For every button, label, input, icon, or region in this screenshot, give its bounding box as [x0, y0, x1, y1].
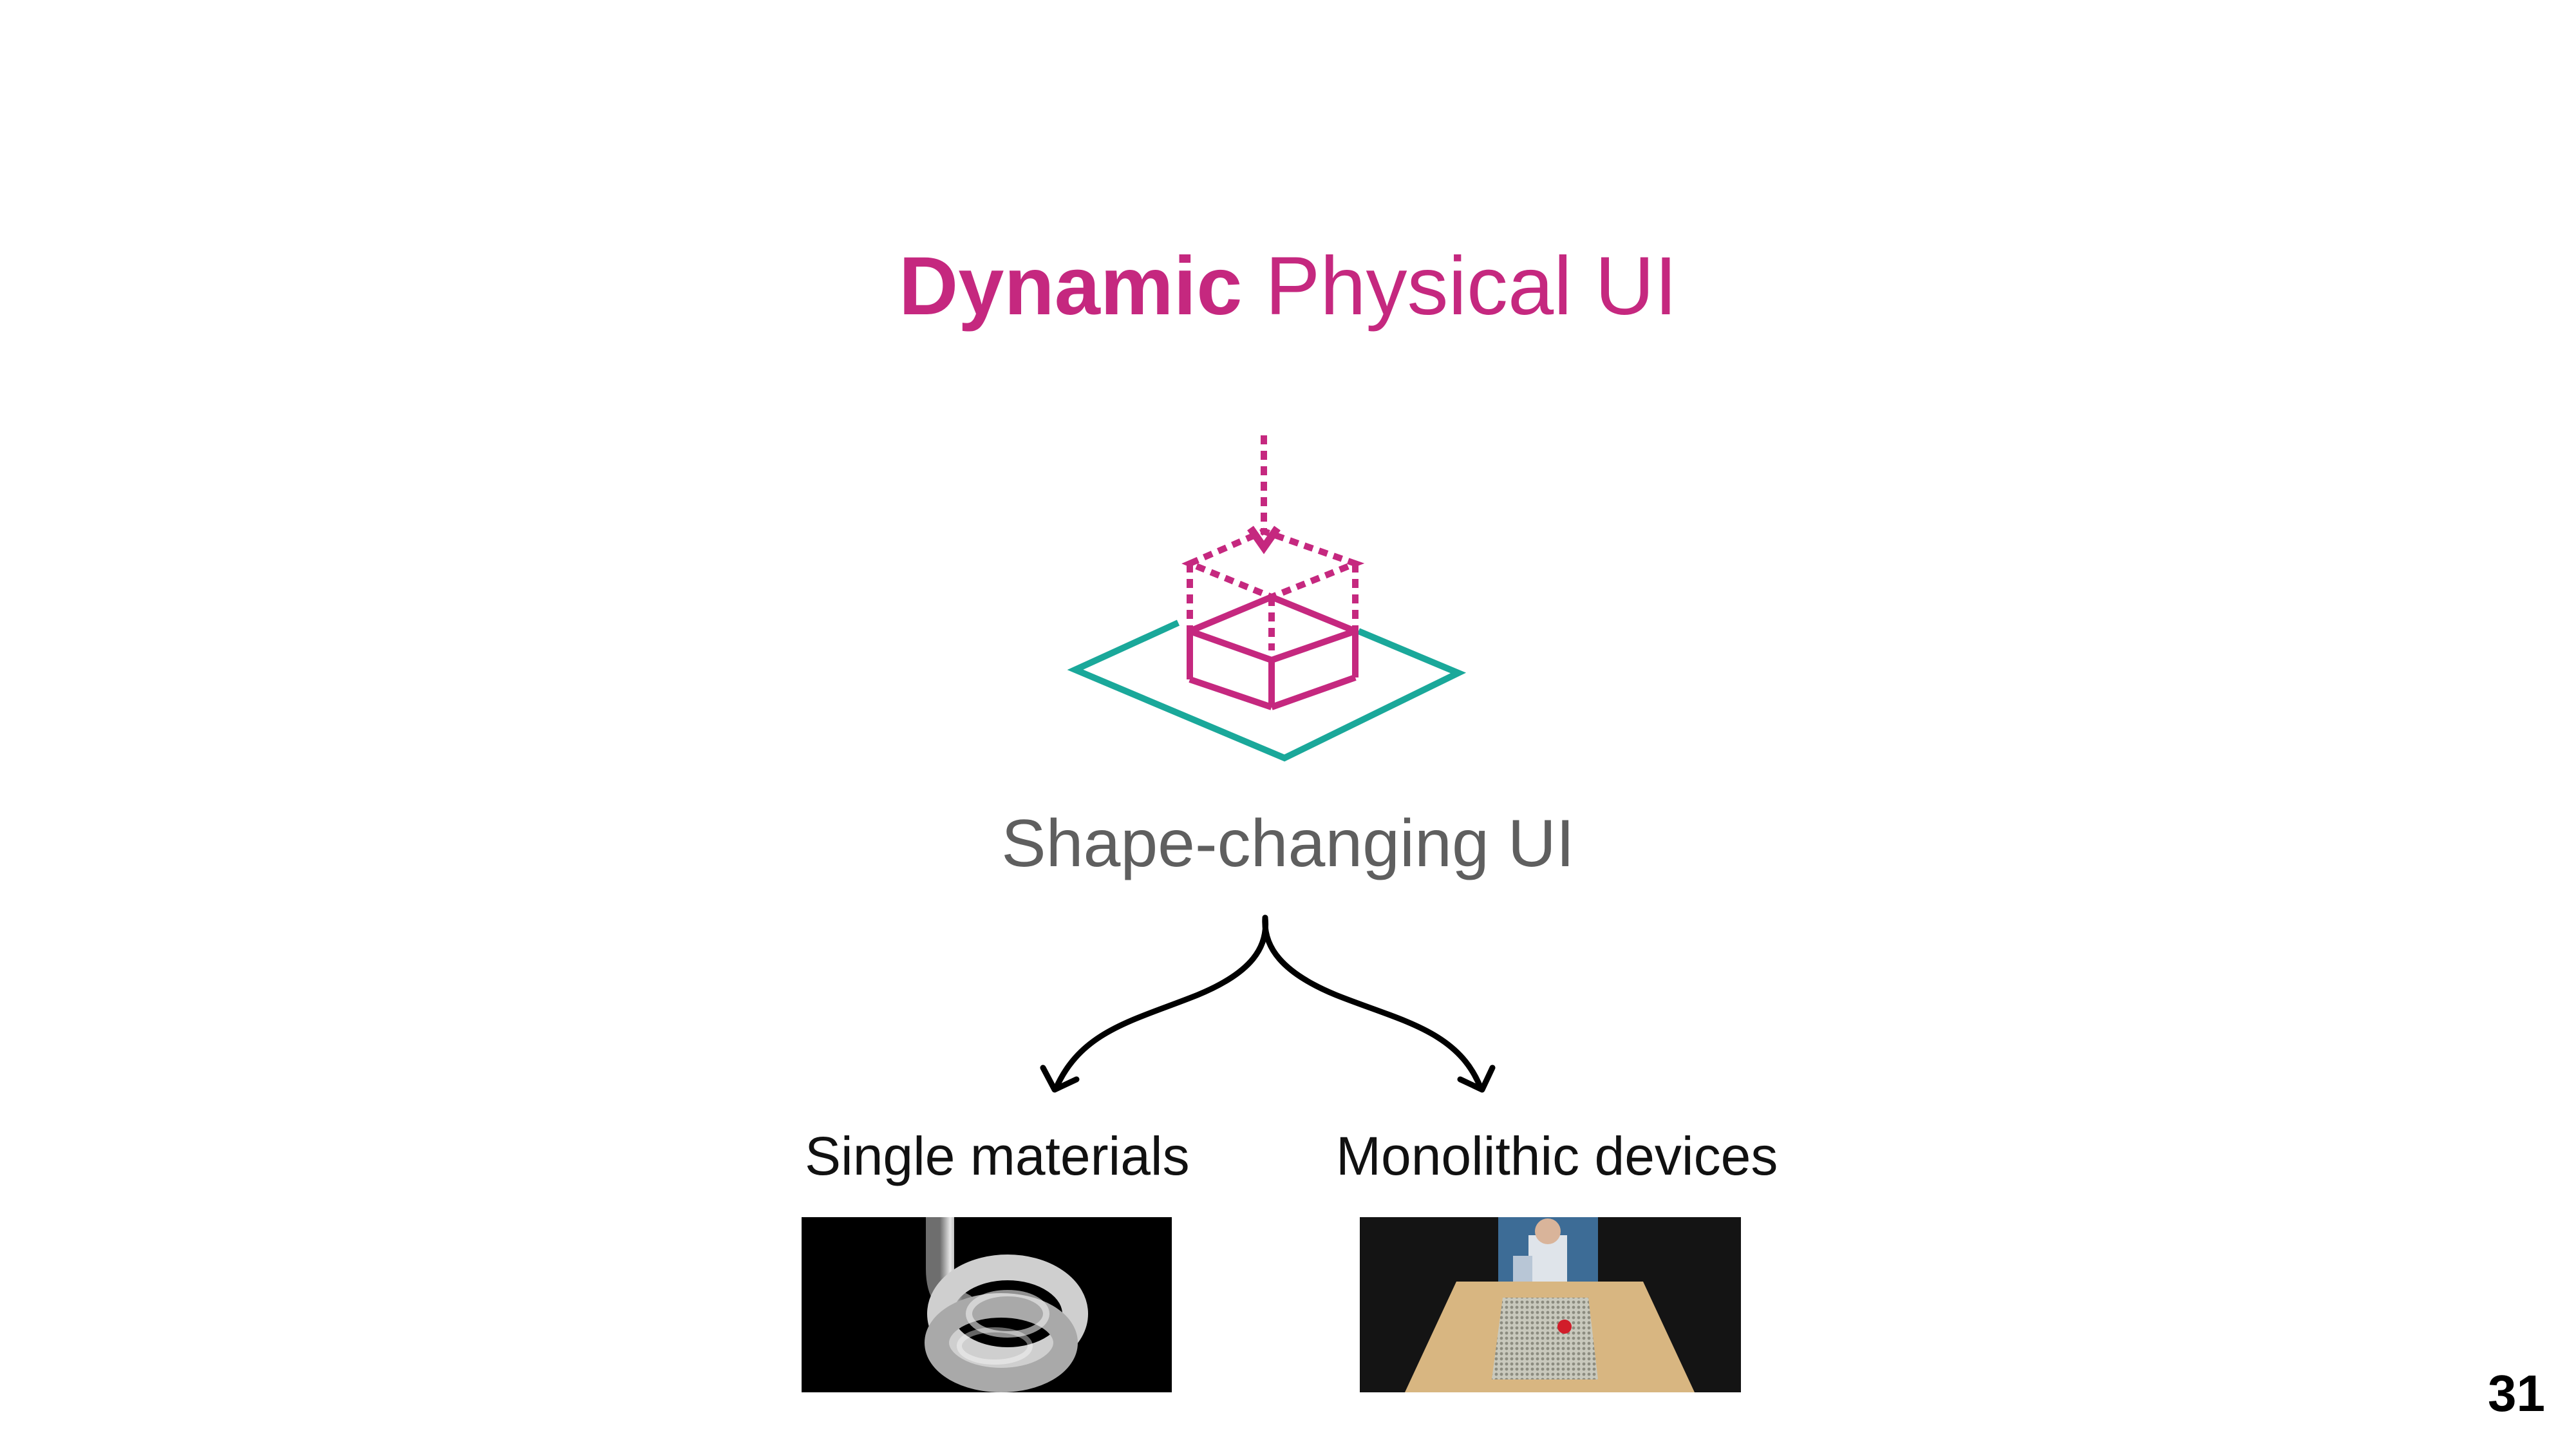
pin-display-table-photo	[1360, 1217, 1741, 1392]
title-bold-word: Dynamic	[898, 240, 1243, 332]
branch-label-monolithic-devices: Monolithic devices	[1336, 1126, 1778, 1186]
subtitle-shape-changing: Shape-changing UI	[1001, 806, 1575, 881]
branch-arrow-left	[1053, 914, 1269, 1092]
coiled-tube-photo	[802, 1217, 1172, 1392]
shape-change-icon	[1067, 435, 1467, 762]
page-number: 31	[2488, 1365, 2545, 1422]
slide-title: Dynamic Physical UI	[0, 238, 2576, 335]
pin-display-illustration	[1360, 1217, 1741, 1392]
branch-arrowhead-right	[1457, 1065, 1496, 1093]
dotted-arrow-head	[1247, 526, 1281, 554]
dotted-extended-box	[1181, 527, 1365, 650]
coiled-tube-illustration	[802, 1217, 1172, 1392]
plane-outline	[1067, 620, 1467, 762]
title-rest: Physical UI	[1264, 240, 1678, 332]
solid-box	[1187, 594, 1359, 710]
branch-arrowhead-left	[1040, 1065, 1080, 1093]
branch-arrow-right	[1262, 914, 1484, 1092]
branch-label-single-materials: Single materials	[805, 1126, 1190, 1186]
branch-arrows	[1040, 914, 1496, 1093]
